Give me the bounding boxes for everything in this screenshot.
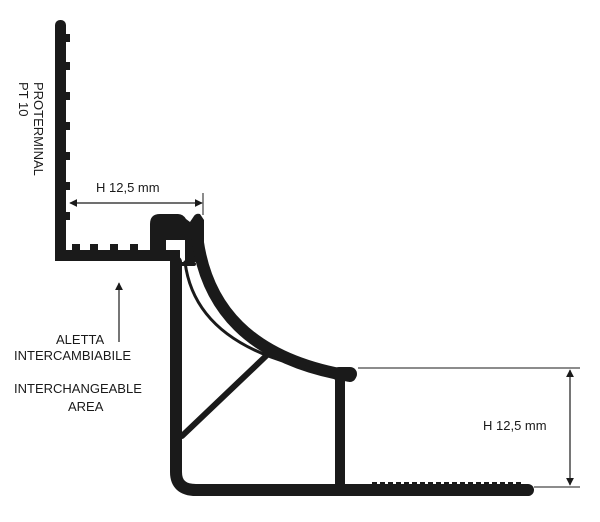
serration-tooth — [444, 482, 449, 487]
flap-tooth — [110, 244, 118, 250]
flap-tooth — [130, 244, 138, 250]
callout-en-line2: AREA — [68, 399, 104, 414]
dimension-side-label: H 12,5 mm — [483, 418, 547, 433]
serration-tooth — [388, 482, 393, 487]
base-serration — [372, 482, 521, 487]
serration-tooth — [372, 482, 377, 487]
profile-cove-end — [332, 367, 357, 381]
flap-tooth — [66, 122, 70, 130]
product-model: PT 10 — [16, 82, 31, 116]
serration-tooth — [500, 482, 505, 487]
dimension-top-label: H 12,5 mm — [96, 180, 160, 195]
serration-tooth — [492, 482, 497, 487]
serration-tooth — [508, 482, 513, 487]
flap-tooth — [66, 34, 70, 42]
interchangeable-callout: ALETTA INTERCAMBIABILE INTERCHANGEABLE A… — [14, 282, 142, 414]
profile-cove-curve — [190, 218, 356, 382]
serration-tooth — [516, 482, 521, 487]
flap-vertical-leg — [55, 20, 66, 260]
serration-tooth — [452, 482, 457, 487]
serration-tooth — [380, 482, 385, 487]
interchangeable-flap — [55, 20, 204, 262]
dimension-side: H 12,5 mm — [358, 367, 580, 488]
flap-horizontal-leg — [55, 250, 180, 261]
flap-tooth — [66, 62, 70, 70]
profile-inner-curve — [183, 260, 332, 374]
serration-tooth — [476, 482, 481, 487]
serration-tooth — [404, 482, 409, 487]
callout-it-line1: ALETTA — [56, 332, 104, 347]
flap-tooth — [66, 212, 70, 220]
product-name: PROTERMINAL — [31, 82, 46, 176]
profile-diagonal-brace — [179, 353, 269, 439]
dimension-top: H 12,5 mm — [69, 180, 204, 215]
callout-it-line2: INTERCAMBIABILE — [14, 348, 131, 363]
serration-tooth — [420, 482, 425, 487]
main-profile — [170, 218, 534, 496]
flap-tooth — [66, 92, 70, 100]
flap-tooth — [66, 152, 70, 160]
serration-tooth — [396, 482, 401, 487]
serration-tooth — [436, 482, 441, 487]
serration-tooth — [468, 482, 473, 487]
serration-tooth — [484, 482, 489, 487]
flap-tooth — [66, 182, 70, 190]
serration-tooth — [412, 482, 417, 487]
profile-left-wall — [170, 256, 202, 496]
flap-tooth — [90, 244, 98, 250]
product-label: PROTERMINAL PT 10 — [16, 82, 46, 176]
serration-tooth — [460, 482, 465, 487]
callout-en-line1: INTERCHANGEABLE — [14, 381, 142, 396]
flap-tooth — [72, 244, 80, 250]
serration-tooth — [428, 482, 433, 487]
base-end-cap — [523, 486, 533, 496]
